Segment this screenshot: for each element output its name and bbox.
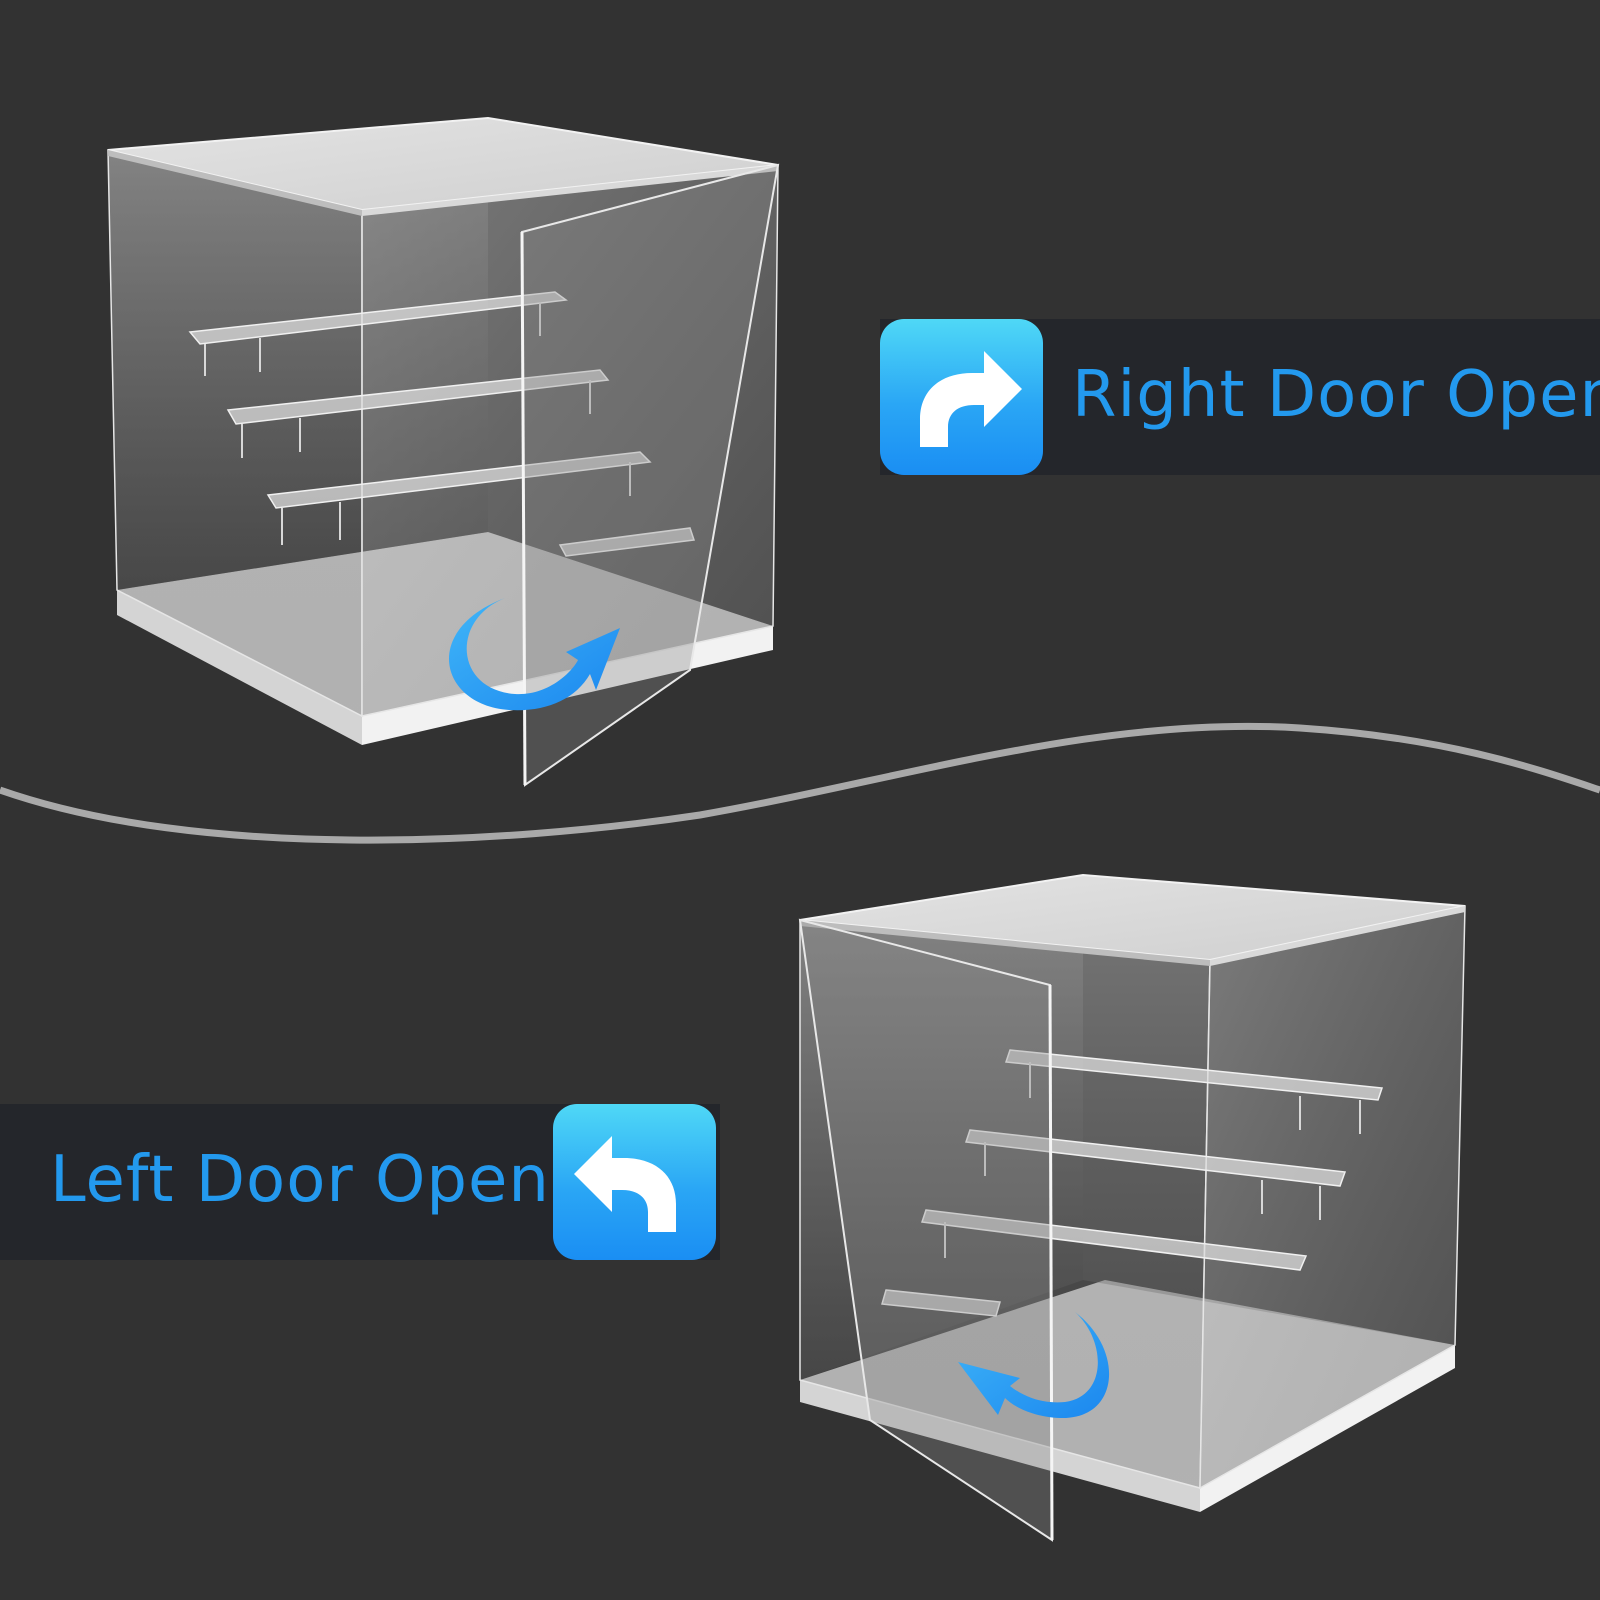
curved-arrow-left-icon xyxy=(553,1104,716,1260)
left-door-label: Left Door Open xyxy=(50,1143,550,1217)
right-door-banner: Right Door Open xyxy=(880,319,1600,475)
display-case-top xyxy=(107,116,780,787)
wave-divider xyxy=(0,722,1600,844)
display-case-bottom xyxy=(798,873,1466,1542)
curved-arrow-right-icon xyxy=(880,319,1043,475)
left-door-banner: Left Door Open xyxy=(0,1104,720,1260)
swing-arrow-left xyxy=(958,1312,1110,1419)
right-door-label: Right Door Open xyxy=(1072,358,1600,432)
swing-arrow-right xyxy=(449,598,620,711)
